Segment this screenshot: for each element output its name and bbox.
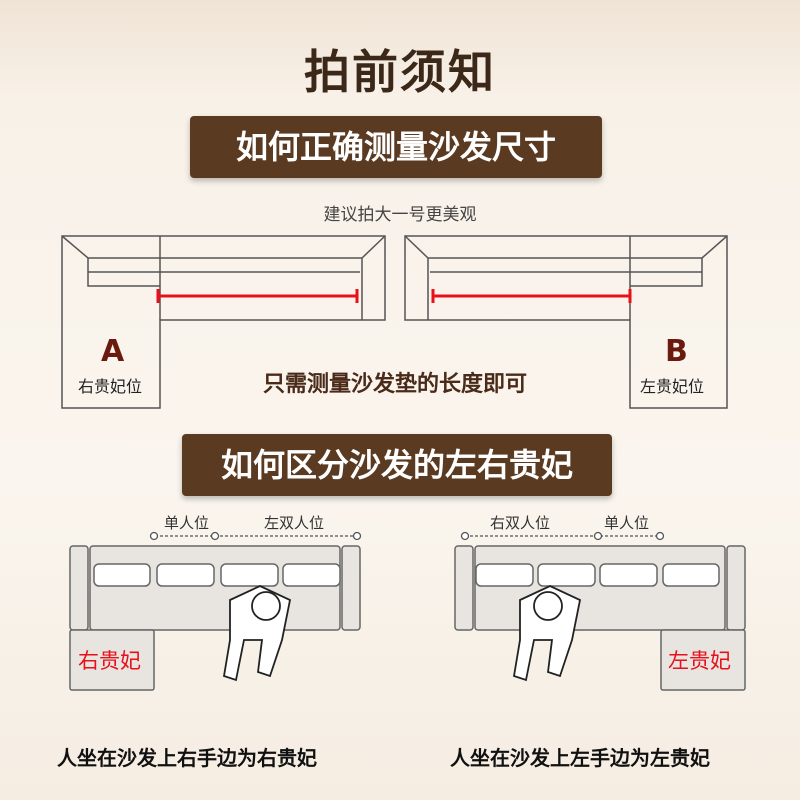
right-chaise-label: 左贵妃 xyxy=(668,649,731,673)
subtitle: 建议拍大一号更美观 xyxy=(323,205,477,225)
left-double-seat-label: 左双人位 xyxy=(264,514,325,532)
sofa-b-outline xyxy=(404,235,728,409)
sofa-a-outline xyxy=(61,235,386,409)
left-single-seat-label: 单人位 xyxy=(164,514,210,532)
measure-banner: 如何正确测量沙发尺寸 xyxy=(190,116,602,178)
right-caption: 人坐在沙发上左手边为左贵妃 xyxy=(450,746,710,770)
right-double-seat-label: 右双人位 xyxy=(490,514,551,532)
sofa-a-measure-line xyxy=(156,289,359,303)
left-caption: 人坐在沙发上右手边为右贵妃 xyxy=(57,746,317,770)
sofa-a-letter: A xyxy=(101,334,125,369)
right-guide-dots xyxy=(460,531,665,541)
page-title: 拍前须知 xyxy=(304,45,496,99)
sofa-a-label: 右贵妃位 xyxy=(78,377,143,396)
person-icon-left xyxy=(222,585,292,682)
chaise-banner: 如何区分沙发的左右贵妃 xyxy=(182,434,612,496)
person-icon-right xyxy=(512,585,582,682)
measure-note: 只需测量沙发垫的长度即可 xyxy=(262,372,527,397)
left-chaise-label: 右贵妃 xyxy=(78,649,141,673)
left-guide-dots xyxy=(149,531,362,541)
sofa-b-letter: B xyxy=(665,334,688,369)
sofa-b-measure-line xyxy=(431,289,632,303)
sofa-b-label: 左贵妃位 xyxy=(640,377,705,396)
right-single-seat-label: 单人位 xyxy=(604,514,650,532)
